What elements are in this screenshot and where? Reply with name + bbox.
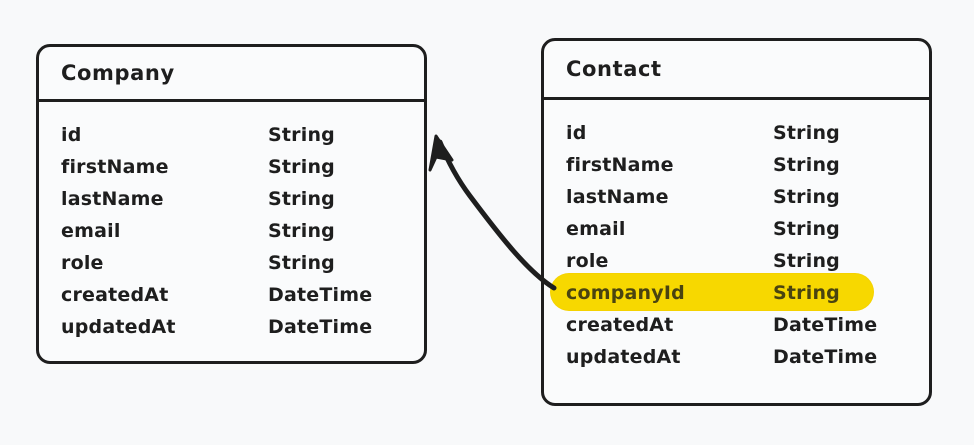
field-row[interactable]: createdAt DateTime: [544, 309, 929, 341]
field-row[interactable]: createdAt DateTime: [39, 279, 424, 311]
entity-title-company: Company: [61, 61, 175, 85]
arrow-shaft: [437, 139, 557, 291]
field-name: updatedAt: [566, 346, 681, 368]
field-type: DateTime: [268, 284, 373, 306]
field-type: String: [268, 188, 335, 210]
entity-header-contact: Contact: [544, 41, 929, 97]
field-type: String: [268, 252, 335, 274]
field-type: String: [268, 156, 335, 178]
arrow-head-icon: [428, 134, 454, 172]
field-type: String: [773, 218, 840, 240]
field-type: String: [773, 282, 840, 304]
entity-title-contact: Contact: [566, 57, 662, 81]
field-row[interactable]: lastName String: [544, 181, 929, 213]
field-row[interactable]: lastName String: [39, 183, 424, 215]
field-name: lastName: [566, 186, 669, 208]
field-name: role: [566, 250, 609, 272]
field-type: String: [773, 250, 840, 272]
field-type: String: [268, 220, 335, 242]
field-name: lastName: [61, 188, 164, 210]
field-row[interactable]: companyId String: [544, 274, 929, 310]
field-name: email: [61, 220, 121, 242]
field-row[interactable]: role String: [544, 245, 929, 277]
field-name: updatedAt: [61, 316, 176, 338]
entity-header-company: Company: [39, 47, 424, 99]
field-row[interactable]: id String: [39, 119, 424, 151]
field-name: role: [61, 252, 104, 274]
field-type: DateTime: [773, 314, 878, 336]
field-highlight-pill: [551, 274, 873, 310]
field-name: createdAt: [566, 314, 674, 336]
field-row[interactable]: firstName String: [39, 151, 424, 183]
field-row[interactable]: updatedAt DateTime: [544, 341, 929, 373]
field-name: firstName: [566, 154, 674, 176]
field-name: id: [566, 122, 587, 144]
field-name: id: [61, 124, 82, 146]
field-name: companyId: [566, 282, 685, 304]
field-row[interactable]: id String: [544, 117, 929, 149]
field-row[interactable]: email String: [39, 215, 424, 247]
entity-divider-contact: [541, 97, 932, 100]
field-type: String: [268, 124, 335, 146]
field-row[interactable]: firstName String: [544, 149, 929, 181]
field-row[interactable]: email String: [544, 213, 929, 245]
field-row[interactable]: updatedAt DateTime: [39, 311, 424, 343]
field-type: String: [773, 154, 840, 176]
field-type: String: [773, 122, 840, 144]
field-type: DateTime: [268, 316, 373, 338]
field-row[interactable]: role String: [39, 247, 424, 279]
entity-divider-company: [36, 99, 427, 102]
field-name: firstName: [61, 156, 169, 178]
field-name: email: [566, 218, 626, 240]
field-type: String: [773, 186, 840, 208]
field-name: createdAt: [61, 284, 169, 306]
field-type: DateTime: [773, 346, 878, 368]
